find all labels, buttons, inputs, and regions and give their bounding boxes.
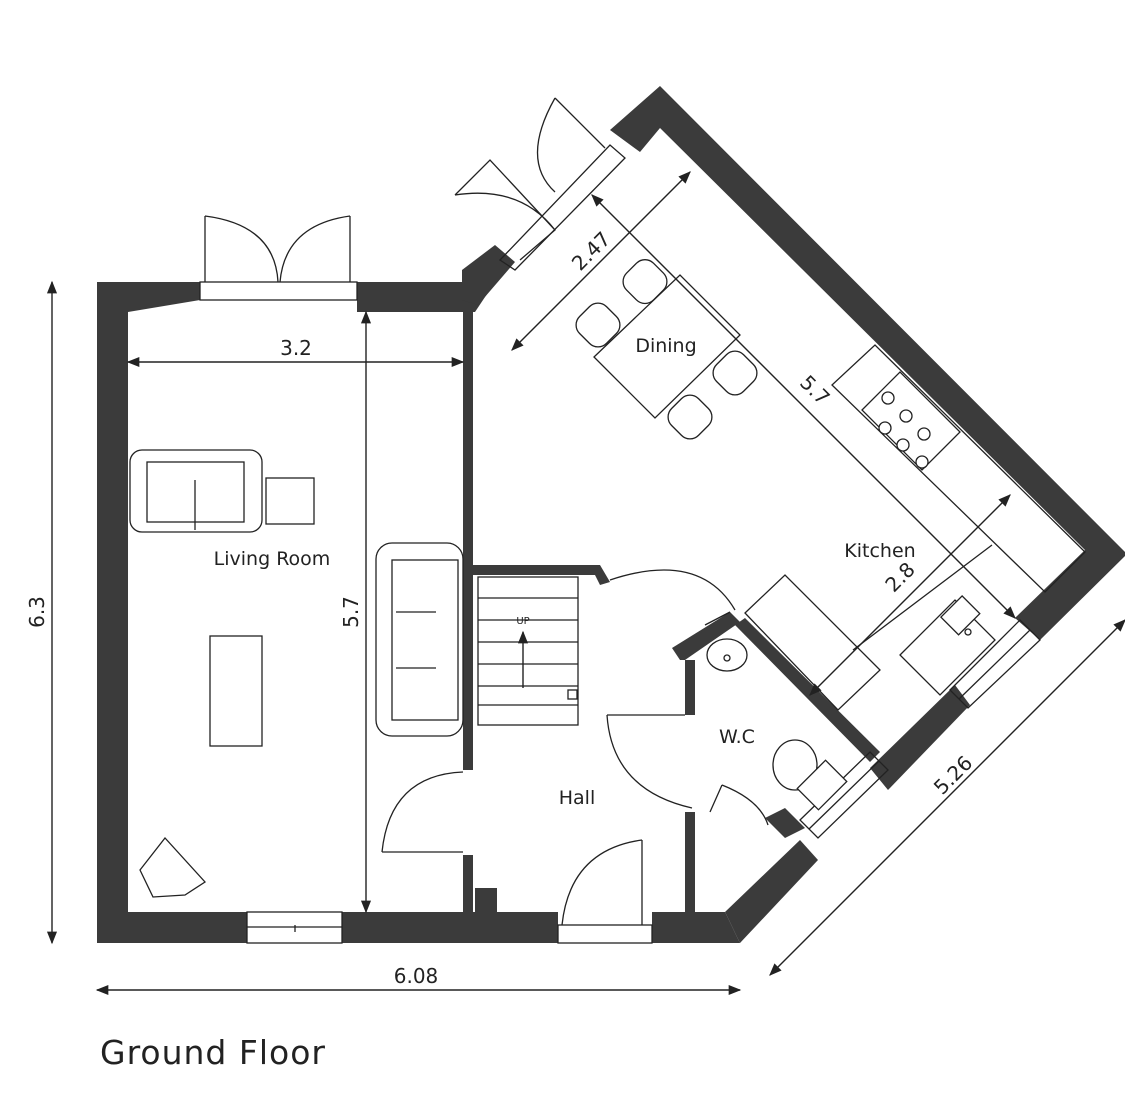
kitchen-label: Kitchen	[844, 540, 915, 562]
openings	[199, 97, 1041, 944]
living-length-dim: 5.7	[339, 596, 363, 628]
staircase	[477, 576, 579, 726]
living-room-label: Living Room	[214, 548, 331, 570]
dining-width-dim: 2.47	[567, 227, 615, 275]
stairs-up-label: UP	[516, 616, 529, 627]
overall-width-dim: 6.08	[394, 964, 439, 988]
living-furniture	[129, 449, 464, 898]
dimension-lines	[46, 171, 1125, 996]
wc-label: W.C	[719, 726, 755, 748]
hall-label: Hall	[559, 787, 596, 809]
overall-depth-dim: 6.3	[25, 596, 49, 628]
dining-label: Dining	[635, 335, 696, 357]
diagonal-dim: 5.26	[929, 751, 977, 799]
plan-title: Ground Floor	[100, 1033, 326, 1072]
living-width-dim: 3.2	[280, 336, 312, 360]
